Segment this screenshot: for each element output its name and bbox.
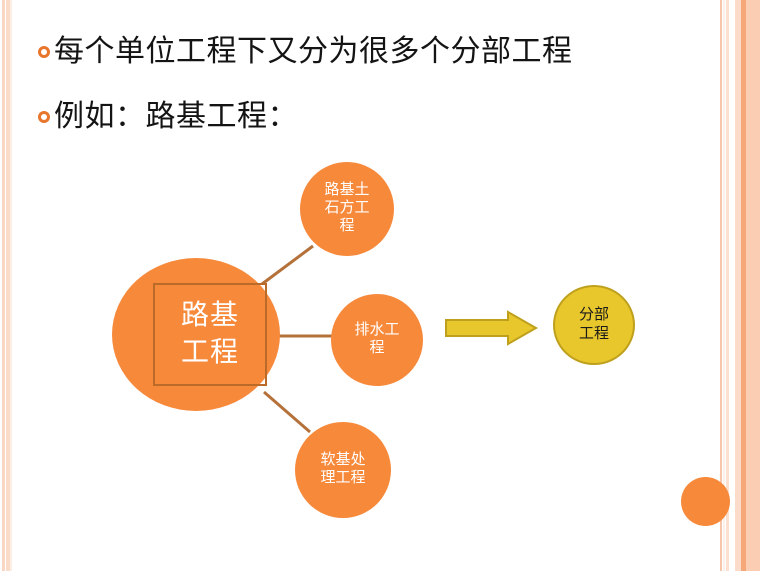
node-branch-soft-soil-treatment[interactable]: 软基处理工程 bbox=[295, 422, 391, 518]
left-border-stripe-3 bbox=[10, 0, 12, 571]
node-result-subdivisional-works[interactable]: 分部工程 bbox=[553, 285, 635, 365]
node-branch-earthwork-label: 路基土石方工程 bbox=[316, 182, 378, 235]
right-border-stripe-5 bbox=[735, 0, 741, 571]
node-branch-drainage[interactable]: 排水工程 bbox=[331, 294, 423, 386]
left-border-stripe-1 bbox=[2, 0, 5, 571]
node-main-label: 路基工程 bbox=[181, 298, 239, 371]
node-branch-earthwork-line2: 石方工 bbox=[324, 200, 370, 217]
node-result-line1: 分部 bbox=[578, 306, 609, 323]
node-branch-soft-soil-treatment-label: 软基处理工程 bbox=[312, 452, 374, 487]
node-branch-earthwork-line3: 程 bbox=[339, 217, 355, 234]
left-border-stripe-2 bbox=[6, 0, 10, 571]
ring-bullet-icon bbox=[38, 46, 50, 58]
ring-bullet-icon bbox=[38, 111, 50, 123]
node-branch-drainage-line2: 程 bbox=[369, 340, 385, 356]
node-branch-earthwork-line1: 路基土 bbox=[324, 182, 370, 199]
node-branch-drainage-line1: 排水工 bbox=[354, 322, 400, 339]
right-border-stripe-7 bbox=[746, 0, 760, 571]
node-main-inner-box: 路基工程 bbox=[153, 283, 267, 386]
bullet-item-1: 每个单位工程下又分为很多个分部工程 bbox=[38, 32, 573, 72]
decorative-dot bbox=[681, 477, 730, 526]
node-branch-soft-soil-line1: 软基处 bbox=[320, 452, 366, 469]
right-arrow-icon bbox=[445, 310, 538, 346]
connector-main-to-bottom bbox=[263, 390, 311, 434]
right-border-stripe-6 bbox=[741, 0, 746, 571]
node-result-line2: 工程 bbox=[578, 326, 609, 342]
bullet-item-1-label: 每个单位工程下又分为很多个分部工程 bbox=[54, 35, 573, 68]
right-border-stripe-2 bbox=[723, 0, 725, 571]
right-border-stripe-3 bbox=[726, 0, 729, 571]
bullet-item-2: 例如：路基工程： bbox=[38, 97, 298, 137]
node-branch-soft-soil-line2: 理工程 bbox=[320, 470, 366, 486]
node-branch-drainage-label: 排水工程 bbox=[346, 322, 408, 357]
node-main-label-line1: 路基 bbox=[180, 300, 239, 332]
connector-main-to-top bbox=[261, 244, 314, 286]
right-border-stripe-1 bbox=[720, 0, 722, 571]
node-main-label-line2: 工程 bbox=[180, 336, 239, 368]
bullet-item-2-label: 例如：路基工程： bbox=[54, 100, 298, 133]
node-branch-earthwork[interactable]: 路基土石方工程 bbox=[300, 162, 394, 256]
node-result-label: 分部工程 bbox=[568, 306, 620, 345]
right-border-stripe-4 bbox=[730, 0, 735, 571]
